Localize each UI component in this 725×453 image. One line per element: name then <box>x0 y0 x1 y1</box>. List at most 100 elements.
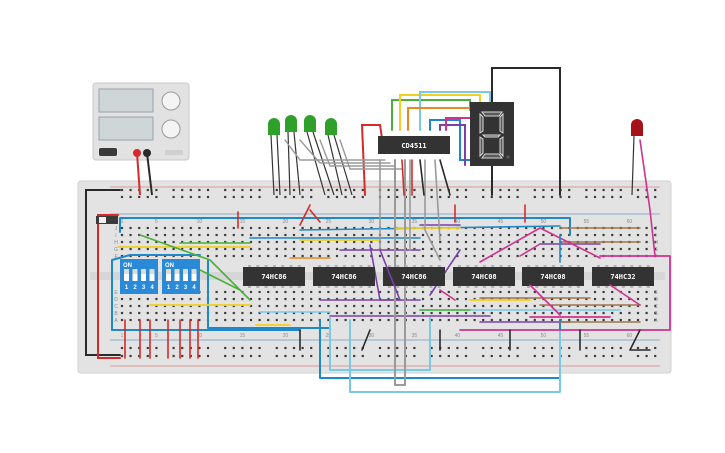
column-number-bottom: 30 <box>369 333 375 339</box>
voltage-knob[interactable] <box>161 91 181 111</box>
dip-toggle[interactable] <box>124 269 129 281</box>
green-leds <box>268 115 353 196</box>
row-letter: B <box>654 311 658 317</box>
logic-chip-u1[interactable]: 74HC86 <box>243 265 305 288</box>
column-number-top: 15 <box>240 219 246 225</box>
row-letter: A <box>654 318 658 324</box>
row-letter: I <box>655 233 656 239</box>
row-letter: B <box>114 311 118 317</box>
row-letter: C <box>654 304 658 310</box>
column-number-bottom: 10 <box>197 333 203 339</box>
dip-toggle[interactable] <box>191 269 197 281</box>
dip-toggle[interactable] <box>132 269 138 281</box>
chip-label: 74HC08 <box>540 273 565 281</box>
column-number-bottom: 1 <box>121 333 124 339</box>
row-letter: I <box>115 233 116 239</box>
logic-chip-u4[interactable]: 74HC08 <box>453 265 515 288</box>
column-number-bottom: 20 <box>283 333 289 339</box>
column-number-top: 25 <box>326 219 332 225</box>
row-letter: J <box>655 226 658 232</box>
row-letter: J <box>115 226 118 232</box>
logic-chip-u5[interactable]: 74HC08 <box>522 265 584 288</box>
row-letter: H <box>654 240 658 246</box>
row-letter: E <box>654 290 658 296</box>
row-letter: D <box>654 297 658 303</box>
row-letter: C <box>114 304 118 310</box>
led-green-4 <box>325 118 353 196</box>
slide-switch[interactable] <box>96 216 118 224</box>
column-number-bottom: 35 <box>412 333 418 339</box>
row-letter: G <box>114 247 118 253</box>
chip-label: 74HC86 <box>261 273 286 281</box>
column-number-top: 5 <box>155 219 158 225</box>
row-letter: E <box>114 290 118 296</box>
supply-rail-wires <box>85 189 199 359</box>
dip-toggle[interactable] <box>141 269 146 281</box>
seven-segment-display[interactable]: 8 <box>470 102 514 166</box>
column-number-top: 50 <box>541 219 547 225</box>
power-switch[interactable] <box>99 148 117 156</box>
column-number-top: 40 <box>455 219 461 225</box>
row-letter: A <box>114 318 118 324</box>
logic-chip-u2[interactable]: 74HC86 <box>313 265 375 288</box>
dip-pin-number: 3 <box>142 285 146 291</box>
row-letter: D <box>114 297 118 303</box>
overlay-wires <box>379 234 641 316</box>
dip-pin-number: 1 <box>125 285 129 291</box>
column-number-bottom: 45 <box>498 333 504 339</box>
column-number-bottom: 55 <box>584 333 590 339</box>
row-letter: G <box>654 247 658 253</box>
column-numbers: 1155101015152020252530303535404045455050… <box>121 219 633 339</box>
column-number-top: 10 <box>197 219 203 225</box>
led-green-1 <box>268 118 281 196</box>
column-number-bottom: 25 <box>326 333 332 339</box>
power-supply[interactable] <box>92 82 190 161</box>
dip-toggle[interactable] <box>166 269 171 281</box>
decoder-label: CD4511 <box>401 142 426 150</box>
current-display <box>98 116 154 141</box>
row-letter: F <box>114 254 117 260</box>
current-knob[interactable] <box>161 119 181 139</box>
column-number-top: 35 <box>412 219 418 225</box>
chip-label: 74HC86 <box>401 273 426 281</box>
column-number-top: 60 <box>627 219 633 225</box>
dip-toggle[interactable] <box>149 269 155 281</box>
chip-label: 74HC86 <box>331 273 356 281</box>
dip-pin-number: 4 <box>150 285 154 291</box>
chip-label: 74HC08 <box>471 273 496 281</box>
column-number-bottom: 60 <box>627 333 633 339</box>
row-letter: F <box>654 254 657 260</box>
dip-pin-number: 2 <box>175 285 179 291</box>
dip-pin-number: 2 <box>133 285 137 291</box>
column-number-top: 55 <box>584 219 590 225</box>
voltage-display <box>98 88 154 113</box>
dip-pin-number: 4 <box>192 285 196 291</box>
dip-toggle[interactable] <box>174 269 180 281</box>
chip-label: 74HC32 <box>610 273 635 281</box>
column-number-top: 45 <box>498 219 504 225</box>
led-red <box>631 119 643 196</box>
logic-chip-u6[interactable]: 74HC32 <box>592 265 654 288</box>
dip-toggle[interactable] <box>183 269 188 281</box>
decoder-chip[interactable]: CD4511 <box>378 136 450 154</box>
column-number-bottom: 40 <box>455 333 461 339</box>
logic-chip-u3[interactable]: 74HC86 <box>383 265 445 288</box>
row-letter: H <box>114 240 118 246</box>
column-number-top: 30 <box>369 219 375 225</box>
dip-on-label: ON <box>123 263 132 269</box>
dip-pin-number: 3 <box>184 285 188 291</box>
column-number-bottom: 15 <box>240 333 246 339</box>
dip-on-label: ON <box>165 263 174 269</box>
supply-black-lead <box>146 152 153 196</box>
column-number-top: 1 <box>121 219 124 225</box>
led-green-2 <box>285 115 301 196</box>
dip-pin-number: 1 <box>167 285 171 291</box>
supply-red-lead <box>136 152 141 196</box>
column-number-bottom: 5 <box>155 333 158 339</box>
logic-chips: 74HC86 74HC86 74HC86 74HC08 74HC08 74HC32 <box>243 265 654 288</box>
